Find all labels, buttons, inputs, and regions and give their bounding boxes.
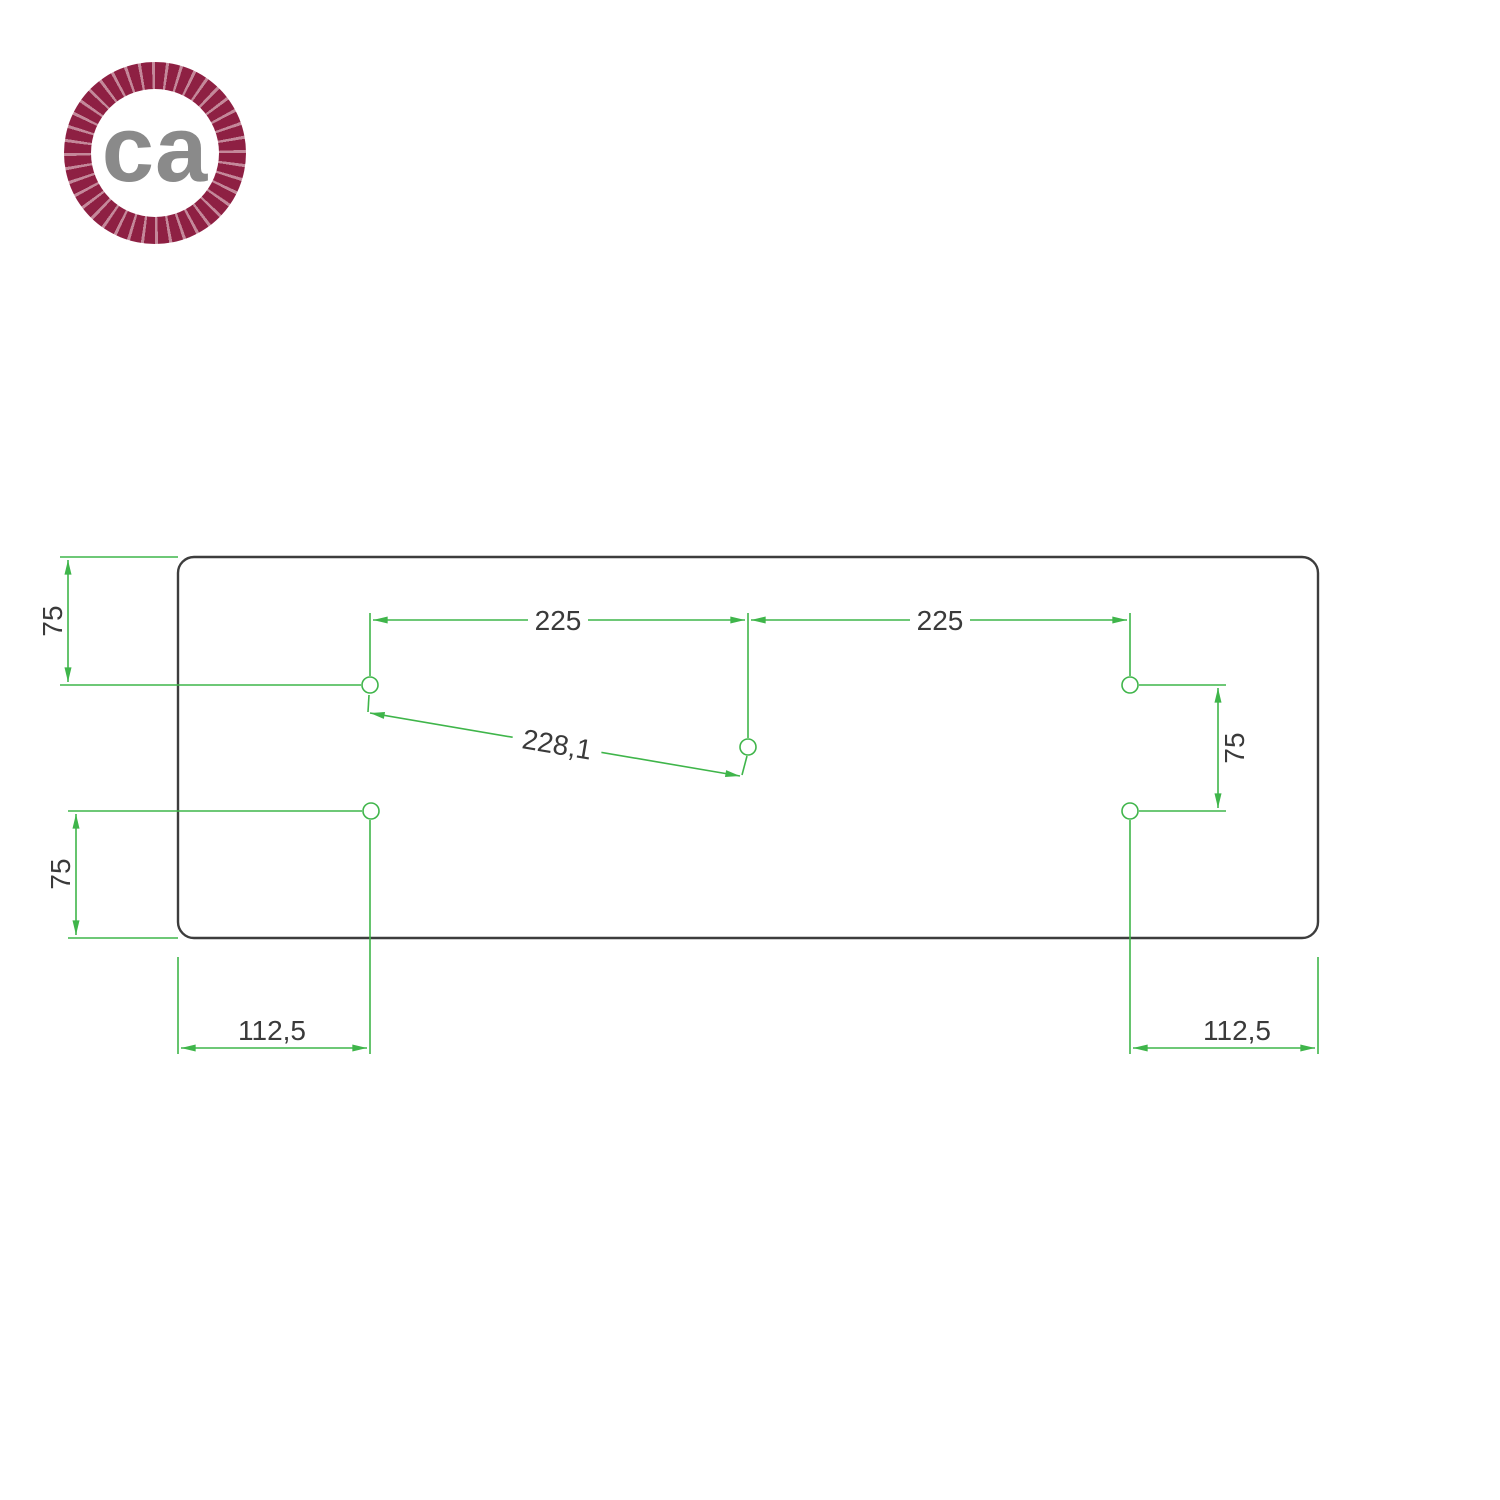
dim-label-top-right-span: 225 [917,605,964,636]
dim-label-left-bottom: 75 [45,858,76,889]
hole-bottom-left [362,802,380,820]
dim-label-right: 75 [1219,732,1250,763]
dim-label-bottom-right-span: 112,5 [1203,1015,1271,1046]
dim-label-diagonal: 228,1 [520,723,594,765]
dim-label-top-left-span: 225 [535,605,582,636]
mounting-holes [361,676,1139,820]
hole-center [739,738,757,756]
extension-line [741,755,748,776]
dim-label-diagonal-group: 228,1 [520,723,594,765]
dim-label-left-top: 75 [37,605,68,636]
hole-top-right [1121,676,1139,694]
extension-lines [60,556,1319,1054]
extension-line [367,694,370,713]
label-mask [510,723,604,767]
label-mask [910,606,970,634]
hole-top-left [361,676,379,694]
logo-text: ca [101,96,209,201]
brand-logo: ca [64,62,246,244]
hole-bottom-right [1121,802,1139,820]
label-mask [528,606,588,634]
dim-label-bottom-left-span: 112,5 [238,1015,306,1046]
label-mask-group [510,723,604,767]
dimension-labels: 225 225 228,1 75 75 75 112,5 112,5 [37,605,1271,1046]
logo-center: ca [91,89,219,217]
plate-outline [176,555,1320,940]
